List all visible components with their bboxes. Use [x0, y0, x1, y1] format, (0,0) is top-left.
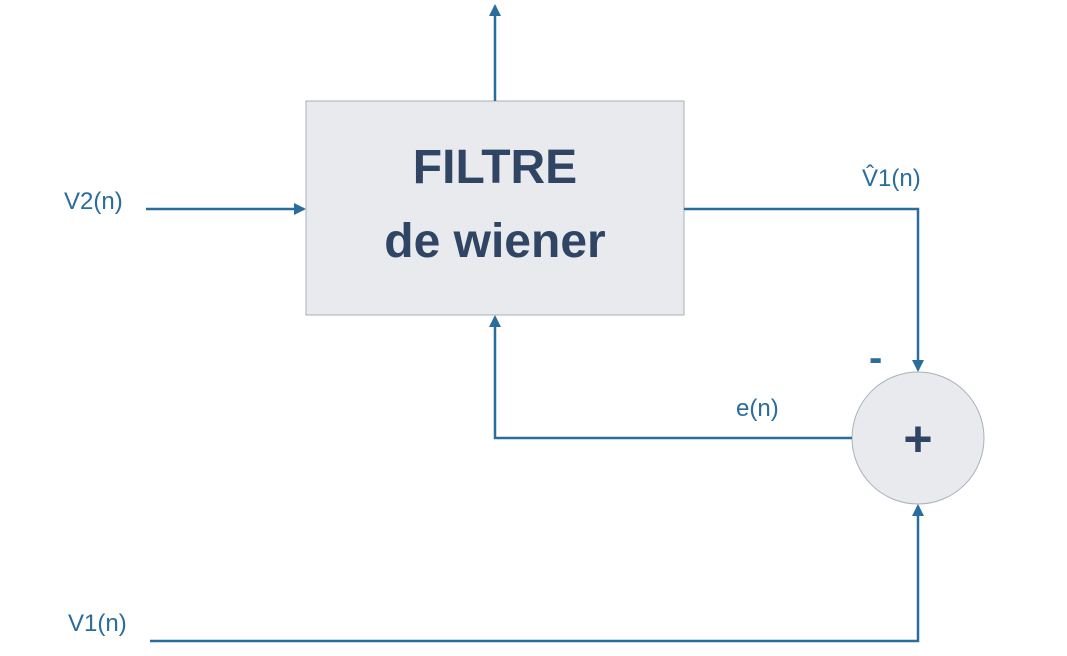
- error-feedback-path: [489, 315, 852, 440]
- filter-block-rect: [305, 100, 685, 316]
- filter-title-line1: FILTRE: [413, 141, 577, 194]
- v1-hat-path: [684, 207, 924, 372]
- plus-symbol: +: [903, 411, 932, 467]
- v2-label: V2(n): [64, 188, 123, 215]
- v1-input-path: [150, 504, 924, 643]
- summing-junction: +: [851, 371, 985, 505]
- v1-label: V1(n): [68, 610, 127, 637]
- filter-block: FILTRE de wiener: [305, 100, 685, 316]
- minus-sign: -: [869, 336, 882, 380]
- error-label: e(n): [736, 395, 779, 422]
- filter-title-line2: de wiener: [384, 215, 605, 268]
- v1-hat-label: V̂1(n): [862, 164, 921, 192]
